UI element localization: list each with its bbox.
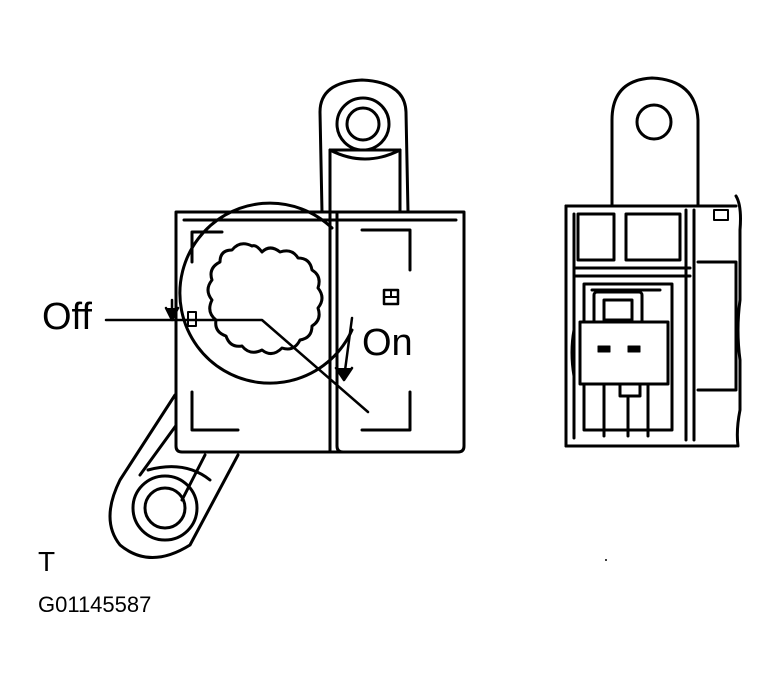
figure-code: G01145587 [38,592,152,617]
switch-body [174,210,466,454]
indicator-lines [104,298,370,414]
connector [570,282,674,438]
rotor-gear [206,242,324,355]
bottom-mounting-tab [108,393,240,559]
off-label: Off [42,296,92,338]
on-label: On [362,322,413,364]
side-mounting-tab [610,76,700,208]
switch-front-view [104,78,466,559]
switch-side-view [564,76,742,448]
top-mounting-tab [318,78,410,214]
terminal-mark: T [38,546,56,577]
speck [605,559,607,561]
